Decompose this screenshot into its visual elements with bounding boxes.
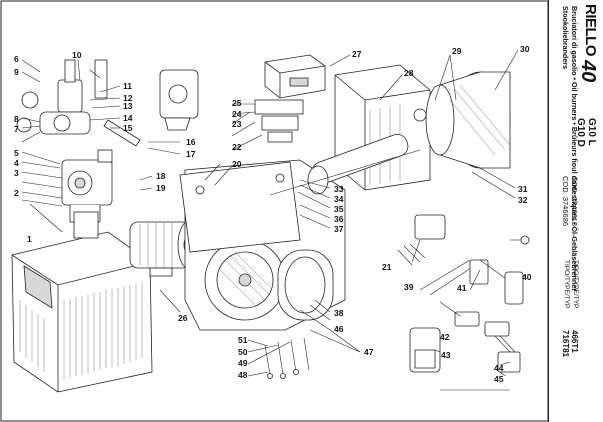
callout-9: 9 xyxy=(14,67,19,77)
connectors xyxy=(397,214,530,391)
description-line-1: Bruciatori di gasolio • Oil burners • Br… xyxy=(570,6,579,292)
callout-42: 42 xyxy=(440,332,450,342)
callout-13: 13 xyxy=(123,101,133,111)
callout-5: 5 xyxy=(14,148,19,158)
model-g10l: G10 L xyxy=(586,118,597,146)
callout-34: 34 xyxy=(334,194,344,204)
callout-51: 51 xyxy=(238,335,248,345)
type-2: 716T81 xyxy=(561,330,570,358)
callout-20: 20 xyxy=(232,159,242,169)
type-label-1: TIPO/TYPE/TYP xyxy=(572,260,579,309)
callout-26: 26 xyxy=(178,313,188,323)
exploded-view-drawing: 1 2 3 4 5 6 7 8 9 10 11 12 13 14 15 16 1… xyxy=(0,0,549,422)
callout-17: 17 xyxy=(186,149,196,159)
callout-37: 37 xyxy=(334,224,344,234)
oil-pump xyxy=(61,149,113,239)
burner-cover xyxy=(11,231,153,393)
callout-33: 33 xyxy=(334,184,344,194)
nozzle-assembly xyxy=(269,133,421,196)
title-block: RIELLO 40 G10 L G10 D Bruciatori di gaso… xyxy=(548,0,603,422)
callout-16: 16 xyxy=(186,137,196,147)
code-2: COD. 3746686 xyxy=(561,176,570,227)
callout-21: 21 xyxy=(382,262,392,272)
callout-12: 12 xyxy=(123,93,133,103)
mounting-plate xyxy=(179,161,301,253)
callout-27: 27 xyxy=(352,49,362,59)
callout-38: 38 xyxy=(334,308,344,318)
callout-8: 8 xyxy=(14,114,19,124)
callout-35: 35 xyxy=(334,204,344,214)
photocell-holder xyxy=(159,69,199,131)
callout-43: 43 xyxy=(441,350,451,360)
callout-44: 44 xyxy=(494,363,504,373)
type-1: 466T1 xyxy=(570,330,579,353)
callout-25: 25 xyxy=(232,98,242,108)
callout-3: 3 xyxy=(14,168,19,178)
callout-1: 1 xyxy=(27,234,32,244)
callout-39: 39 xyxy=(404,282,414,292)
callout-18: 18 xyxy=(156,171,166,181)
leader-lines xyxy=(21,49,519,377)
callout-48: 48 xyxy=(238,370,248,380)
callout-36: 36 xyxy=(334,214,344,224)
callout-23: 23 xyxy=(232,119,242,129)
callout-labels: 1 2 3 4 5 6 7 8 9 10 11 12 13 14 15 16 1… xyxy=(14,44,532,384)
callout-22: 22 xyxy=(232,142,242,152)
description-line-2: Stookoliebranders xyxy=(561,6,570,70)
callout-49: 49 xyxy=(238,358,248,368)
solenoid-valve xyxy=(16,59,141,147)
type-label-2: TIPO/TYPE/TYP xyxy=(563,260,570,309)
callout-7: 7 xyxy=(14,124,19,134)
callout-11: 11 xyxy=(123,81,132,91)
model-number: 40 xyxy=(577,60,599,83)
callout-41: 41 xyxy=(457,283,467,293)
callout-32: 32 xyxy=(518,195,528,205)
callout-24: 24 xyxy=(232,109,242,119)
callout-10: 10 xyxy=(72,50,82,60)
callout-50: 50 xyxy=(238,347,248,357)
callout-47: 47 xyxy=(364,347,374,357)
callout-2: 2 xyxy=(14,188,19,198)
callout-28: 28 xyxy=(404,68,414,78)
callout-46: 46 xyxy=(334,324,344,334)
fasteners xyxy=(264,337,310,379)
callout-40: 40 xyxy=(522,272,532,282)
callout-4: 4 xyxy=(14,158,19,168)
callout-19: 19 xyxy=(156,183,166,193)
callout-6: 6 xyxy=(14,54,19,64)
code-1: COD. 3746613 xyxy=(570,176,579,227)
callout-15: 15 xyxy=(123,123,133,133)
callout-14: 14 xyxy=(123,113,133,123)
terminal-blocks xyxy=(254,99,304,143)
control-box xyxy=(264,54,326,99)
callout-30: 30 xyxy=(520,44,530,54)
brand-logo: RIELLO xyxy=(582,4,599,56)
blast-tube xyxy=(413,71,511,169)
callout-31: 31 xyxy=(518,184,528,194)
callout-29: 29 xyxy=(452,46,462,56)
callout-45: 45 xyxy=(494,374,504,384)
